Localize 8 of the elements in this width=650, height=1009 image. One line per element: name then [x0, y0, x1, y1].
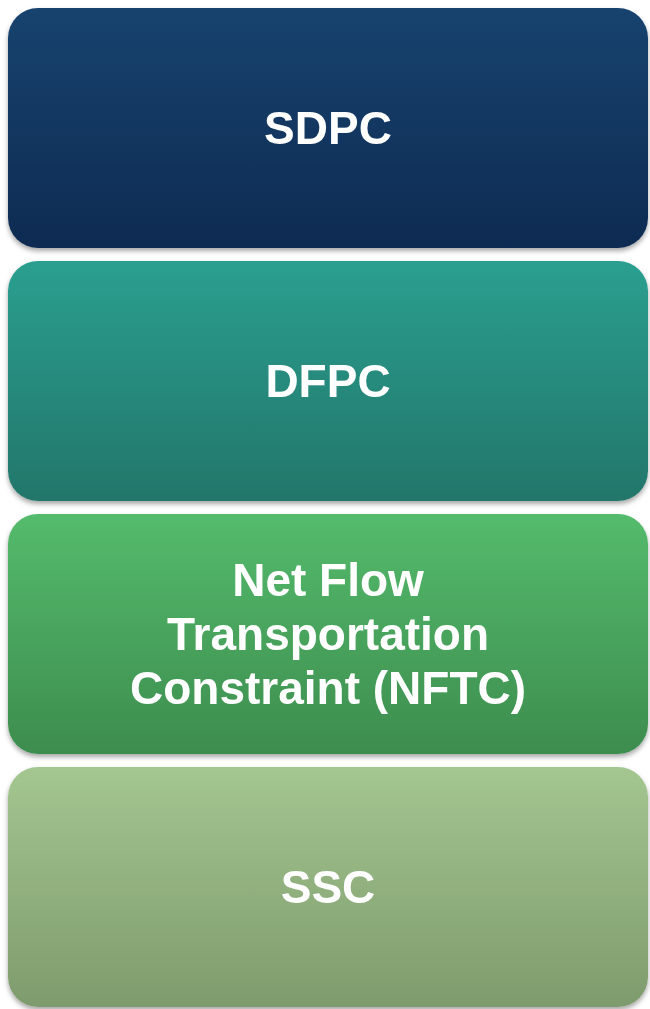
box-label: Net Flow Transportation Constraint (NFTC): [128, 553, 528, 715]
process-box: [8, 767, 648, 1007]
box-label: SDPC: [264, 101, 392, 155]
process-box: [8, 514, 648, 754]
box-label: SSC: [280, 860, 376, 914]
box-label: DFPC: [265, 354, 391, 408]
process-box: [8, 261, 648, 501]
process-box: [8, 8, 648, 248]
